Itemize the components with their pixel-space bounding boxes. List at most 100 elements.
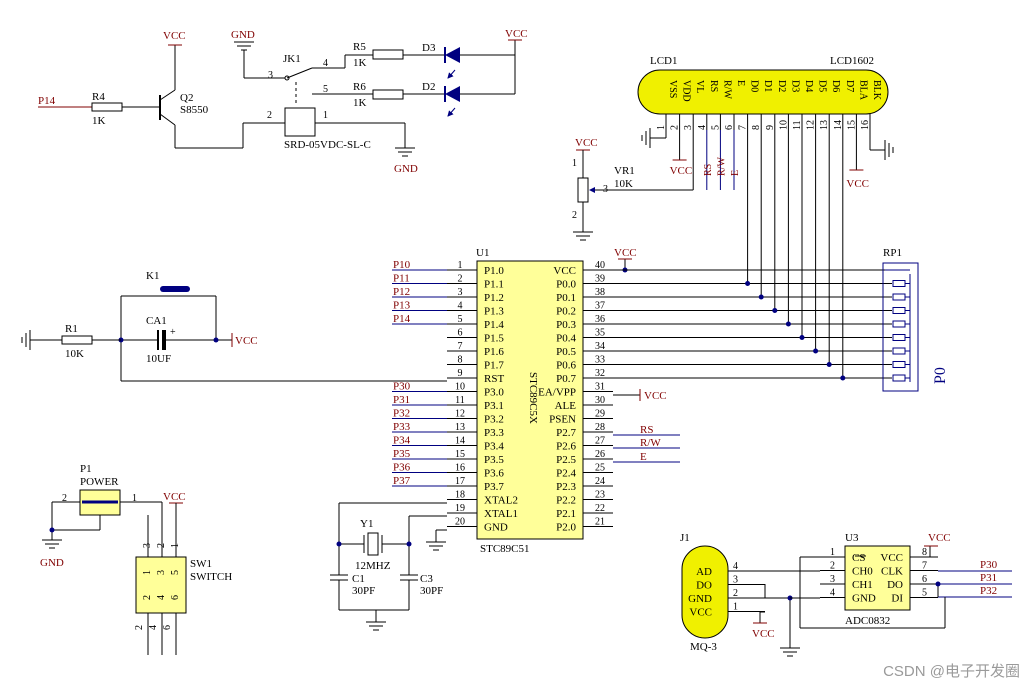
vcc-label: VCC xyxy=(163,491,186,503)
mcu-pin-name: P1.6 xyxy=(484,346,504,358)
adc-pin-number: 1 xyxy=(830,547,835,558)
mcu-pin-number: 24 xyxy=(595,476,605,487)
lcd-pin-name: D0 xyxy=(749,80,760,92)
mcu-pin-number: 32 xyxy=(595,368,605,379)
mcu-pin-name: P2.6 xyxy=(556,441,576,453)
svg-text:6: 6 xyxy=(170,595,181,600)
u1-ref: U1 xyxy=(476,247,489,259)
mcu-pin-name: GND xyxy=(484,522,508,534)
net-label: P14 xyxy=(393,313,411,325)
mcu-pin-name: P3.2 xyxy=(484,414,504,426)
mcu-pin-name: P2.7 xyxy=(556,427,576,439)
power-switch-section: P1 POWER 2 1 GND VCC 3 2 1 1 2 3 4 5 6 S… xyxy=(40,463,232,655)
r1-value: 10K xyxy=(65,348,84,360)
lcd-pin-number: 14 xyxy=(833,120,844,130)
led-d2 xyxy=(445,86,460,102)
mcu-pin-number: 34 xyxy=(595,341,605,352)
lcd-pin-name: D2 xyxy=(776,80,787,92)
lcd-pin-name: D7 xyxy=(844,80,855,92)
mcu-pin-name: P0.6 xyxy=(556,360,576,372)
lcd-pin-number: 1 xyxy=(656,125,667,130)
mcu-pin-name: P3.6 xyxy=(484,468,504,480)
lcd-pin-name: D5 xyxy=(817,80,828,92)
adc-pin-name: CH0 xyxy=(852,566,873,578)
mcu-pin-number: 14 xyxy=(455,436,465,447)
lcd-pin-name: VSS xyxy=(667,80,678,98)
svg-text:2: 2 xyxy=(142,595,153,600)
mcu-pin-name: RST xyxy=(484,373,504,385)
lcd-pin-number: 4 xyxy=(697,125,708,130)
mcu-pin-number: 33 xyxy=(595,355,605,366)
net-label: P35 xyxy=(393,448,411,460)
gnd-label: GND xyxy=(40,557,64,569)
vcc-label: VCC xyxy=(846,178,869,190)
resistor-r1 xyxy=(61,335,93,345)
crystal-y1 xyxy=(367,532,379,556)
adc-pin-number: 3 xyxy=(830,574,835,585)
net-label: P11 xyxy=(393,273,410,285)
lcd-pin-number: 8 xyxy=(751,125,762,130)
adc-pin-name: DO xyxy=(887,579,903,591)
r1-ref: R1 xyxy=(65,323,78,335)
adc-pin-name: CS xyxy=(852,552,865,564)
lcd-net-label: E xyxy=(730,170,741,176)
pack-resistor xyxy=(892,334,906,341)
mcu-pin-number: 1 xyxy=(458,260,463,271)
mcu-pin-name: P2.0 xyxy=(556,522,576,534)
p1-ref: P1 xyxy=(80,463,92,475)
svg-text:4: 4 xyxy=(148,625,159,630)
mcu-pin-name: P0.3 xyxy=(556,319,576,331)
lcd-body xyxy=(637,69,889,115)
vcc-label: VCC xyxy=(235,335,258,347)
mcu-pin-number: 16 xyxy=(455,463,465,474)
svg-text:1: 1 xyxy=(132,493,137,504)
mcu-pin-number: 23 xyxy=(595,490,605,501)
svg-text:2: 2 xyxy=(62,493,67,504)
mcu-pin-number: 3 xyxy=(458,287,463,298)
net-label: P33 xyxy=(393,421,411,433)
k1-ref: K1 xyxy=(146,270,159,282)
reset-circuit: K1 CA1 + VCC 10UF R1 10K xyxy=(21,270,447,382)
mcu-pin-number: 26 xyxy=(595,449,605,460)
lcd-net-label: R/W xyxy=(716,157,727,176)
svg-text:3: 3 xyxy=(156,570,167,575)
svg-text:3: 3 xyxy=(142,543,153,548)
d3-ref: D3 xyxy=(422,42,436,54)
mcu-pin-name: P3.3 xyxy=(484,427,504,439)
mcu-pin-number: 4 xyxy=(458,301,463,312)
mcu-pin-number: 17 xyxy=(455,476,465,487)
pack-resistor xyxy=(892,293,906,301)
mcu-pin-name: P0.2 xyxy=(556,306,576,318)
ca1-ref: CA1 xyxy=(146,315,167,327)
relay-contact xyxy=(286,67,313,79)
r6-ref: R6 xyxy=(353,81,366,93)
relay-part: SRD-05VDC-SL-C xyxy=(284,139,371,151)
mcu-pin-number: 13 xyxy=(455,422,465,433)
mcu-pin-name: P2.2 xyxy=(556,495,576,507)
mcu-pin-number: 31 xyxy=(595,382,605,393)
mcu-pin-number: 9 xyxy=(458,368,463,379)
mcu-pin-name: P1.7 xyxy=(484,360,504,372)
mcu-pin-name: XTAL2 xyxy=(484,495,518,507)
mcu-pin-name: XTAL1 xyxy=(484,508,518,520)
net-p0: P0 xyxy=(932,367,949,384)
mcu-pin-number: 10 xyxy=(455,382,465,393)
mcu-pin-number: 6 xyxy=(458,328,463,339)
pack-resistor xyxy=(892,374,906,382)
adc-pin-name: VCC xyxy=(880,552,903,564)
vcc-label: VCC xyxy=(752,628,775,640)
led-d3 xyxy=(445,47,460,63)
q2-value: S8550 xyxy=(180,104,209,116)
lcd-pin-number: 6 xyxy=(724,125,735,130)
lcd-pin-number: 12 xyxy=(806,120,817,130)
mcu-pin-number: 11 xyxy=(455,395,465,406)
resistor-r4 xyxy=(91,102,123,112)
mcu-pin-number: 27 xyxy=(595,436,605,447)
net-label: P36 xyxy=(393,462,411,474)
y1-ref: Y1 xyxy=(360,518,373,530)
lcd-part: LCD1602 xyxy=(830,55,874,67)
mq3-body xyxy=(681,545,729,639)
mcu-pin-name: P3.4 xyxy=(484,441,504,453)
lcd-pin-number: 3 xyxy=(683,125,694,130)
